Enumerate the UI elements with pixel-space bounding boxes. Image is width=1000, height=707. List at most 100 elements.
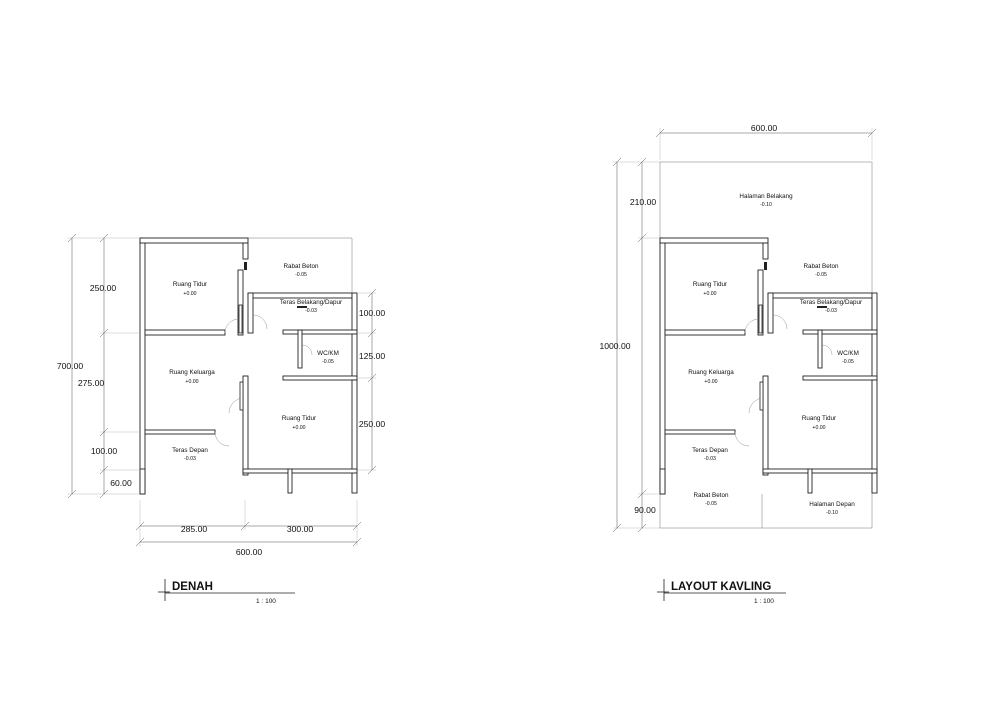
denah-scale: 1 : 100 xyxy=(256,598,276,605)
layout-level-ruang-tidur-1: +0.00 xyxy=(703,291,716,297)
denah-wall-top-stub xyxy=(242,242,249,260)
layout-label-halaman-depan: Halaman Depan xyxy=(809,501,855,508)
layout-label-wc-km: WC/KM xyxy=(837,350,859,357)
denah-wall-top xyxy=(139,237,249,244)
denah-dimensions-bottom: 285.00 300.00 600.00 xyxy=(135,500,362,557)
layout-door-swing-1 xyxy=(744,318,760,334)
denah-dim-bottom-300: 300.00 xyxy=(287,524,314,534)
denah-door-swing-2 xyxy=(252,314,268,330)
denah-dim-left-275: 275.00 xyxy=(78,378,105,388)
layout-label-rabat-beton-bottom: Rabat Beton xyxy=(693,492,729,499)
layout-kitchen-mark xyxy=(817,306,827,308)
denah-wall-teras-belakang-bottom xyxy=(282,329,358,335)
layout-level-halaman-belakang: -0.10 xyxy=(760,202,772,208)
layout-level-teras-belakang: -0.03 xyxy=(825,308,837,314)
denah-level-ruang-tidur-2: +0.00 xyxy=(292,425,305,431)
denah-title: DENAH xyxy=(172,581,213,593)
denah-label-ruang-tidur-1: Ruang Tidur xyxy=(173,281,207,288)
denah-wall-center-lower xyxy=(242,375,249,476)
denah-wall-left xyxy=(139,237,146,495)
denah-wall-wc-right xyxy=(351,333,358,379)
denah-wall-divider-1 xyxy=(144,329,226,336)
denah-wall-wc-bottom xyxy=(282,375,358,381)
layout-scale: 1 : 100 xyxy=(754,598,774,605)
layout-window-mark xyxy=(764,262,767,270)
layout-door-swing-2 xyxy=(772,314,788,330)
layout-level-teras-depan: -0.03 xyxy=(704,456,716,462)
layout-dim-top-600: 600.00 xyxy=(751,123,778,133)
denah-label-teras-belakang: Teras Belakang/Dapur xyxy=(280,299,342,306)
layout-level-halaman-depan: -0.10 xyxy=(826,510,838,516)
layout-label-halaman-belakang: Halaman Belakang xyxy=(739,193,793,200)
layout-wall-top xyxy=(659,237,769,244)
denah-kitchen-mark xyxy=(297,306,307,308)
layout-wall-wc-bottom xyxy=(802,375,878,381)
layout-door-leaf-3 xyxy=(759,381,764,411)
denah-column-front xyxy=(287,468,293,494)
denah-dim-right-125: 125.00 xyxy=(359,351,386,361)
layout-wall-center-upper xyxy=(757,269,764,336)
layout-label-ruang-keluarga: Ruang Keluarga xyxy=(688,369,734,376)
denah-label-teras-depan: Teras Depan xyxy=(172,447,208,454)
denah-door-leaf-3 xyxy=(239,381,244,411)
layout-wall-center-lower xyxy=(762,375,769,476)
layout-dim-left-total: 1000.00 xyxy=(599,341,630,351)
layout-title-block: LAYOUT KAVLING 1 : 100 xyxy=(657,579,786,605)
denah-dim-bottom-600: 600.00 xyxy=(236,547,263,557)
layout-dimensions-top: 600.00 xyxy=(655,123,877,160)
layout-wall-right-upper xyxy=(871,292,878,334)
layout-dimensions-left: 210.00 1000.00 90.00 xyxy=(599,157,660,533)
layout-wall-wc-right xyxy=(871,333,878,379)
denah-label-ruang-tidur-2: Ruang Tidur xyxy=(282,415,316,422)
denah-level-ruang-keluarga: +0.00 xyxy=(185,379,198,385)
denah-dim-left-250: 250.00 xyxy=(90,283,117,293)
layout-dim-left-90: 90.00 xyxy=(634,505,656,515)
layout-door-leaf-1 xyxy=(758,304,763,334)
denah-dim-right-100: 100.00 xyxy=(359,308,386,318)
denah-door-leaf-1 xyxy=(238,304,243,334)
denah-level-teras-belakang: -0.03 xyxy=(305,308,317,314)
denah-column-left xyxy=(139,468,146,495)
denah-wall-wc-left xyxy=(297,329,303,369)
denah-wall-divider-2 xyxy=(144,429,216,435)
denah-wall-right-lower xyxy=(351,379,358,494)
denah-wall-center-upper xyxy=(237,269,244,336)
denah-dimensions-left: 700.00 250.00 275.00 100.00 60.00 xyxy=(57,233,140,499)
layout-label-teras-depan: Teras Depan xyxy=(692,447,728,454)
denah-level-wc-km: -0.05 xyxy=(322,359,334,365)
layout-column-left xyxy=(659,468,666,495)
layout-wall-wc-left xyxy=(817,329,823,369)
layout-label-ruang-tidur-2: Ruang Tidur xyxy=(802,415,836,422)
layout-wall-divider-1 xyxy=(664,329,746,336)
denah-wall-right-upper xyxy=(351,292,358,334)
layout-dim-left-210: 210.00 xyxy=(630,197,657,207)
denah-window-mark xyxy=(244,262,247,270)
layout-column-front xyxy=(807,468,813,494)
denah-title-block: DENAH 1 : 100 xyxy=(158,579,295,605)
layout-door-swing-wc xyxy=(821,344,833,356)
layout-wall-left xyxy=(659,237,666,495)
denah-label-ruang-keluarga: Ruang Keluarga xyxy=(169,369,215,376)
layout-kavling-site-plan: Halaman Belakang -0.10 Ruang Tidur +0.00… xyxy=(599,123,878,605)
layout-wall-top-stub xyxy=(762,242,769,260)
denah-wall-teras-belakang-top xyxy=(247,292,353,299)
denah-door-swing-front xyxy=(214,431,230,447)
denah-floor-plan: Ruang Tidur +0.00 Ruang Keluarga +0.00 R… xyxy=(57,233,386,605)
denah-dim-left-60: 60.00 xyxy=(110,478,132,488)
denah-label-wc-km: WC/KM xyxy=(317,350,339,357)
layout-level-ruang-tidur-2: +0.00 xyxy=(812,425,825,431)
layout-level-ruang-keluarga: +0.00 xyxy=(704,379,717,385)
denah-wall-bottom xyxy=(242,468,358,474)
denah-dim-bottom-285: 285.00 xyxy=(181,524,208,534)
layout-door-swing-front xyxy=(734,431,750,447)
denah-wall-teras-belakang-left xyxy=(247,292,254,334)
layout-wall-bottom xyxy=(762,468,878,474)
layout-level-wc-km: -0.05 xyxy=(842,359,854,365)
denah-dim-left-100: 100.00 xyxy=(91,446,118,456)
denah-door-swing-1 xyxy=(224,318,240,334)
layout-title: LAYOUT KAVLING xyxy=(671,581,771,593)
denah-dim-left-total: 700.00 xyxy=(57,361,84,371)
denah-door-swing-wc xyxy=(301,344,313,356)
denah-level-rabat-beton: -0.05 xyxy=(295,272,307,278)
layout-wall-divider-2 xyxy=(664,429,736,435)
